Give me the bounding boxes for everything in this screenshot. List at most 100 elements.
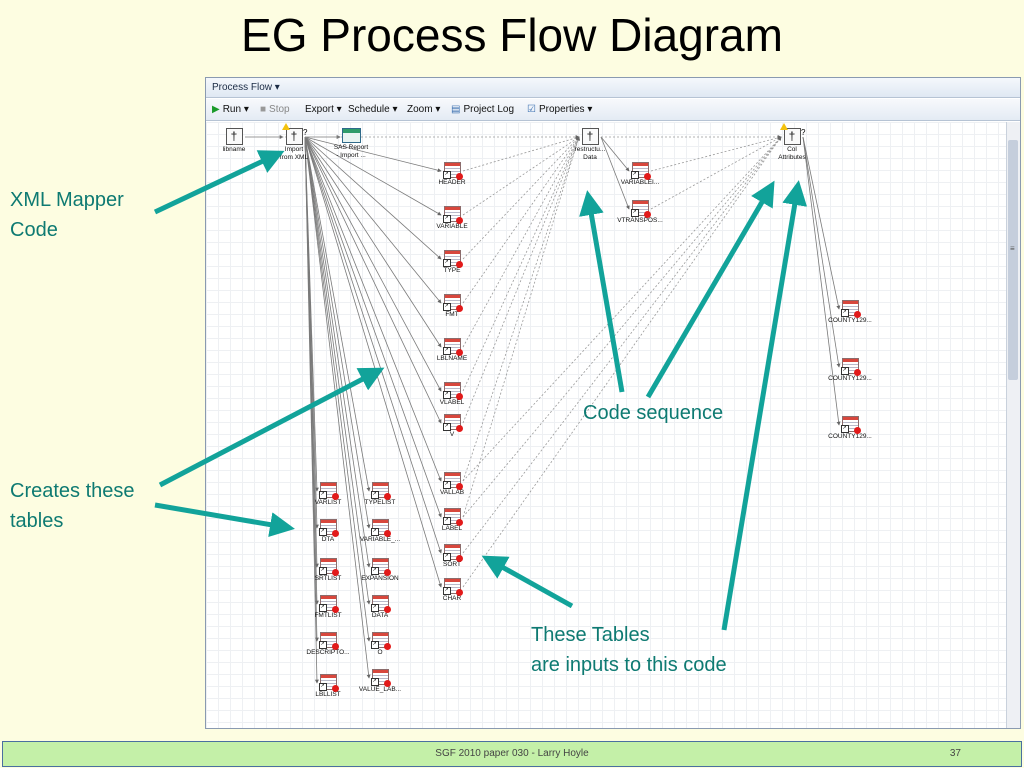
flow-node-vlabel[interactable]: ↗VLABEL <box>412 382 492 407</box>
flow-node-label: LABEL <box>441 525 463 532</box>
shortcut-arrow-icon: ↗ <box>630 171 639 179</box>
dependency-link-vallab-restructure <box>462 136 580 482</box>
scrollbar-thumb[interactable] <box>1008 140 1018 380</box>
project-log-button[interactable]: ▤Project Log <box>451 99 514 121</box>
flow-node-expansion[interactable]: ↗EXPANSION <box>340 558 420 583</box>
flow-node-label: DTA <box>321 536 335 543</box>
flow-node-lblname[interactable]: ↗LBLNAME <box>412 338 492 363</box>
flow-node-label: DATA <box>371 612 389 619</box>
flow-node-vallab[interactable]: ↗VALLAB <box>412 472 492 497</box>
table-icon: ↗ <box>442 578 463 596</box>
table-icon: ↗ <box>630 162 651 180</box>
flow-node-label: Col Attributes <box>778 146 806 161</box>
vertical-scrollbar[interactable]: ≡ <box>1006 122 1020 728</box>
flow-node-o[interactable]: ↗O <box>340 632 420 657</box>
flow-node-sasreport[interactable]: SAS Report - Import ... <box>311 128 391 160</box>
shortcut-arrow-icon: ↗ <box>370 528 379 536</box>
dependency-link-type-restructure <box>462 136 580 260</box>
flow-node-descripto[interactable]: ↗DESCRIPTO... <box>288 632 368 657</box>
shortcut-arrow-icon: ↗ <box>318 641 327 649</box>
flow-node-label: VALLAB <box>439 489 465 496</box>
flow-node-header[interactable]: ↗HEADER <box>412 162 492 187</box>
table-icon: ↗ <box>442 414 463 432</box>
flow-node-fmt[interactable]: ↗FMT <box>412 294 492 319</box>
flow-node-colattr[interactable]: †?Col Attributes <box>752 123 832 162</box>
callout-arrow-sequence-left <box>579 190 625 393</box>
table-icon: ↗ <box>370 519 391 537</box>
flow-node-lbllist[interactable]: ↗LBLLIST <box>288 674 368 699</box>
flow-node-fmtlist[interactable]: ↗FMTLIST <box>288 595 368 620</box>
flow-node-typelist[interactable]: ↗TYPELIST <box>340 482 420 507</box>
flow-link-import-variable <box>304 136 442 216</box>
export-menu[interactable]: Export ▾ <box>305 104 342 115</box>
schedule-menu[interactable]: Schedule ▾ <box>348 104 398 115</box>
run-button[interactable]: ▶Run ▾ <box>212 99 249 121</box>
shortcut-arrow-icon: ↗ <box>442 517 451 525</box>
flow-node-variable[interactable]: ↗VARIABLE <box>412 206 492 231</box>
stop-button[interactable]: ■Stop <box>260 99 290 121</box>
flow-link-restructure-variablei <box>600 136 630 172</box>
table-icon: ↗ <box>442 544 463 562</box>
flow-node-label: O <box>377 649 383 656</box>
table-icon: ↗ <box>370 632 391 650</box>
table-icon: ↗ <box>442 250 463 268</box>
flow-node-variablei[interactable]: ↗VARIABLEI... <box>600 162 680 187</box>
table-icon: ↗ <box>630 200 651 218</box>
callout-arrow-creates-lower <box>154 502 295 537</box>
question-icon: ? <box>303 128 308 137</box>
flow-node-label: VALUE_LAB... <box>358 686 402 693</box>
flow-node-county1[interactable]: ↗COUNTY129... <box>810 300 890 325</box>
flow-node-value_lab[interactable]: ↗VALUE_LAB... <box>340 669 420 694</box>
shortcut-arrow-icon: ↗ <box>840 309 849 317</box>
flow-node-county2[interactable]: ↗COUNTY129... <box>810 358 890 383</box>
flow-node-libname[interactable]: †libname <box>206 128 274 154</box>
flow-link-import-vallab <box>304 136 442 482</box>
running-man-icon: † <box>290 129 298 143</box>
flow-node-variable_[interactable]: ↗VARIABLE_... <box>340 519 420 544</box>
flow-connectors <box>245 135 841 684</box>
flow-node-varlist[interactable]: ↗VARLIST <box>288 482 368 507</box>
flow-link-import-typelist <box>304 136 371 492</box>
dependency-link-variable-restructure <box>462 136 580 216</box>
flow-node-dta[interactable]: ↗DTA <box>288 519 368 544</box>
flow-node-restructure[interactable]: †restructu... Data <box>550 128 630 162</box>
callout-arrow-xml-mapper <box>153 150 285 215</box>
flow-node-char[interactable]: ↗CHAR <box>412 578 492 603</box>
flow-node-data[interactable]: ↗DATA <box>340 595 420 620</box>
flow-node-label: COUNTY129... <box>828 317 872 324</box>
flow-node-vtranspos[interactable]: ↗VTRANSPOS... <box>600 200 680 225</box>
flow-node-county3[interactable]: ↗COUNTY129... <box>810 416 890 441</box>
flow-node-import[interactable]: †?Import from XML <box>254 123 334 162</box>
log-icon: ▤ <box>451 104 461 115</box>
shortcut-arrow-icon: ↗ <box>442 215 451 223</box>
flow-link-import-variable_ <box>304 136 371 529</box>
table-icon: ↗ <box>318 482 339 500</box>
flow-link-import-label <box>304 136 442 518</box>
flow-node-label[interactable]: ↗LABEL <box>412 508 492 533</box>
dependency-link-sort-colattr <box>462 136 782 554</box>
properties-button[interactable]: ☑Properties ▾ <box>527 99 592 121</box>
question-icon: ? <box>801 128 806 137</box>
flow-node-v[interactable]: ↗V <box>412 414 492 439</box>
flow-node-srtlist[interactable]: ↗SRTLIST <box>288 558 368 583</box>
shortcut-arrow-icon: ↗ <box>370 678 379 686</box>
play-icon: ▶ <box>212 104 220 115</box>
shortcut-arrow-icon: ↗ <box>630 209 639 217</box>
shortcut-arrow-icon: ↗ <box>370 641 379 649</box>
flow-node-label: LBLLIST <box>315 691 341 698</box>
shortcut-arrow-icon: ↗ <box>442 391 451 399</box>
zoom-menu[interactable]: Zoom ▾ <box>407 104 441 115</box>
flow-node-sort[interactable]: ↗SORT <box>412 544 492 569</box>
flow-link-colattr-county1 <box>802 136 841 310</box>
flow-node-type[interactable]: ↗TYPE <box>412 250 492 275</box>
table-icon: ↗ <box>370 558 391 576</box>
table-icon: ↗ <box>370 669 391 687</box>
table-icon: ↗ <box>840 358 861 376</box>
callout-creates-tables: Creates these tables <box>10 480 135 532</box>
flow-link-import-vlabel <box>304 136 442 392</box>
process-flow-tab[interactable]: Process Flow ▾ <box>206 78 1020 98</box>
code-runner-icon: †? <box>779 123 806 145</box>
flow-link-import-lblname <box>304 136 442 348</box>
callout-xml-mapper: XML Mapper Code <box>10 189 124 241</box>
